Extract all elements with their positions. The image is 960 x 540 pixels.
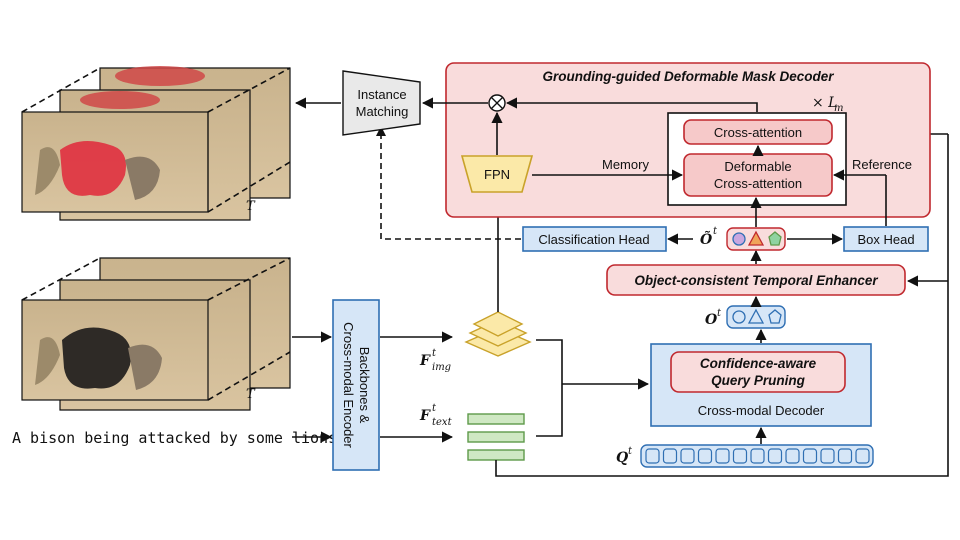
box-head-label: Box Head [857,232,914,247]
image-feature-pyramid [464,311,532,357]
masked-frame-stack: T [21,66,291,221]
query-cell [662,448,678,464]
fpn-label: FPN [484,167,510,182]
query-cell [785,448,800,464]
svg-text:F: F [419,353,431,369]
text-feature-merge-line [536,384,563,437]
classification-head-label: Classification Head [538,232,649,247]
query-cell [715,448,730,464]
deformable-label-2: Cross-attention [714,176,802,191]
mask-decoder-title: Grounding-guided Deformable Mask Decoder [542,69,834,84]
svg-text:m: m [834,103,843,114]
text-feature-loop-line [495,134,949,477]
input-frame-stack: T [21,257,291,411]
query-cell [750,448,765,464]
svg-text:O: O [705,312,718,328]
cross-modal-decoder-label: Cross-modal Decoder [698,403,825,418]
memory-label: Memory [602,157,649,172]
layer-repeat-label: × L m [812,95,843,114]
svg-text:Õ: Õ [700,229,713,248]
encoder-box [332,299,380,471]
svg-text:img: img [432,362,451,373]
svg-text:t: t [432,403,437,414]
object-queries: O t [705,305,786,329]
encoder-label-line1: Backbones & [357,347,372,424]
f-img-label: F t img [419,348,451,373]
svg-text:t: t [432,348,437,359]
deformable-label-1: Deformable [724,159,791,174]
frame-count-top: T [246,199,256,214]
svg-text:× L: × L [812,95,837,111]
query-pruning-box [670,351,846,393]
refined-object-queries: Õ t [700,226,786,251]
temporal-enhancer-box [606,264,906,296]
svg-text:t: t [628,446,633,457]
svg-text:Q: Q [616,450,628,466]
query-cell [837,448,853,464]
reference-label: Reference [852,157,912,172]
svg-text:t: t [717,308,722,319]
box-head-button [843,226,929,252]
fpn-block [460,155,534,193]
img-feature-merge-line [536,339,563,384]
query-set: Q t [616,444,874,468]
text-feature-bars [467,413,525,461]
svg-text:F: F [419,408,431,424]
f-text-label: F t text [419,403,453,428]
instance-matching-label-2: Matching [356,104,409,119]
instance-matching-block [342,70,421,136]
query-cell [820,448,835,464]
query-cell [697,448,713,464]
svg-text:t: t [713,226,718,237]
query-cell [732,448,748,464]
frame-count-bottom: T [246,387,256,402]
query-cell [645,448,660,464]
instance-matching-label-1: Instance [357,87,406,102]
classification-head-button [522,226,667,252]
query-pruning-label-2: Query Pruning [711,373,806,388]
cross-attention-box [683,119,833,145]
encoder-label-line2: Cross-modal Encoder [341,322,356,448]
temporal-enhancer-label: Object-consistent Temporal Enhancer [634,273,878,288]
query-pruning-label-1: Confidence-aware [700,356,817,371]
text-query-caption: A bison being attacked by some lions. [12,429,346,447]
classification-to-matching-dashed [380,134,521,240]
query-cell [680,448,695,464]
layer-to-multiply-arrow [505,97,758,112]
svg-text:text: text [432,417,453,428]
query-cell [767,448,783,464]
query-cell [855,448,870,464]
query-cell [802,448,818,464]
cross-attention-label: Cross-attention [714,125,802,140]
